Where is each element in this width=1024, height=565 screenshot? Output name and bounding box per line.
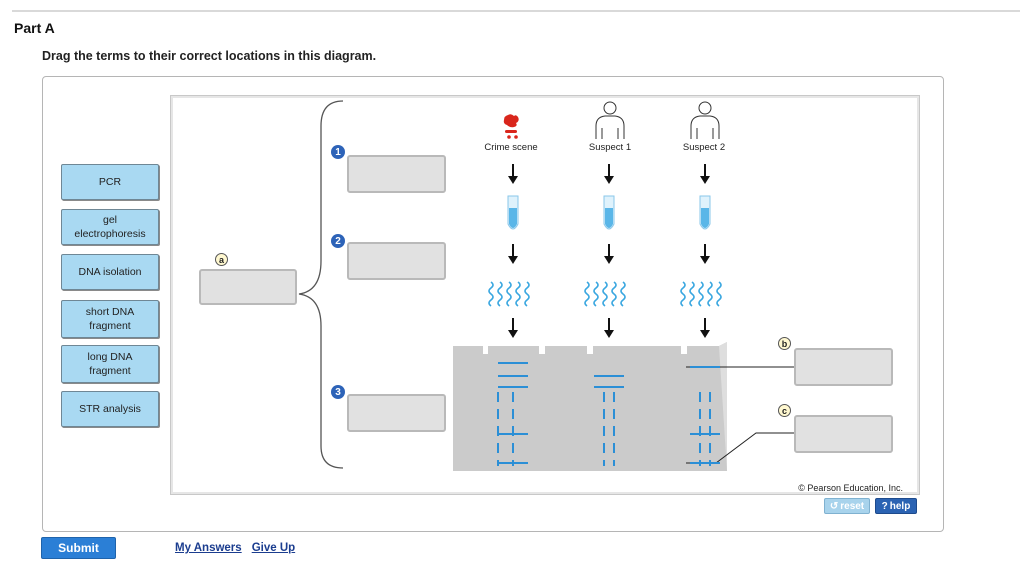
term-dna-isolation[interactable]: DNA isolation [61,254,159,290]
dna-fragment-icon [716,281,722,307]
top-divider [12,10,1020,12]
tube-liquid [509,208,517,228]
curly-brace [298,100,344,469]
dna-fragment-icon [497,281,503,307]
arrowhead-icon [604,176,614,184]
dna-fragment-icon [584,281,590,307]
diagram-area: Crime scene Suspect 1 Suspect 2 1 2 3 a … [170,95,920,495]
tube-liquid [701,208,709,228]
dna-fragment-icon [602,281,608,307]
help-label: help [889,500,911,512]
question-icon: ? [881,500,888,512]
term-label: short DNA [85,305,135,318]
term-label: DNA isolation [78,265,142,278]
term-label: PCR [98,175,122,188]
dna-fragment-icon [707,281,713,307]
term-label: fragment [89,365,131,377]
help-button[interactable]: ? help [875,498,917,514]
person-icon [595,101,625,139]
arrowhead-icon [700,256,710,264]
dna-fragment-icon [620,281,626,307]
term-label: gel [102,213,117,226]
drop-zone-2[interactable] [347,242,446,280]
step-badge-1: 1 [331,145,345,159]
instructions: Drag the terms to their correct location… [42,49,377,63]
reset-icon: ↺ [829,500,839,512]
term-label: long DNA [87,350,133,363]
label-badge-b: b [778,337,791,350]
dna-fragment-icon [515,281,521,307]
dna-fragment-icon [689,281,695,307]
process-graphics [488,164,722,466]
arrowhead-icon [508,330,518,338]
gel-slab [453,342,727,471]
step-badge-2: 2 [331,234,345,248]
arrowhead-icon [700,330,710,338]
column-label-suspect-2: Suspect 2 [682,142,726,153]
column-label-crime-scene: Crime scene [484,142,538,153]
arrowhead-icon [700,176,710,184]
column-label-suspect-1: Suspect 1 [588,142,632,153]
dna-fragment-icon [698,281,704,307]
drop-zone-c[interactable] [794,415,893,453]
step-badge-3: 3 [331,385,345,399]
dna-fragment-icon [488,281,494,307]
drop-zone-a[interactable] [199,269,297,305]
blood-drop-icon [503,114,519,139]
gel-side [719,342,727,471]
dna-fragment-icon [524,281,530,307]
arrowhead-icon [604,330,614,338]
arrowhead-icon [604,256,614,264]
term-label: STR analysis [79,402,141,415]
drop-zone-1[interactable] [347,155,446,193]
my-answers-link[interactable]: My Answers [175,542,242,554]
dna-fragment-icon [506,281,512,307]
arrowhead-icon [508,176,518,184]
dna-fragment-icon [611,281,617,307]
tube-liquid [605,208,613,228]
drop-zone-b[interactable] [794,348,893,386]
term-long-dna-fragment[interactable]: long DNA fragment [61,345,159,383]
part-title: Part A [14,20,55,36]
term-str-analysis[interactable]: STR analysis [61,391,159,427]
answer-links: My Answers Give Up [175,542,295,554]
reset-button[interactable]: ↺ reset [824,498,870,514]
copyright-notice: © Pearson Education, Inc. [798,483,903,493]
term-gel-electrophoresis[interactable]: gel electrophoresis [61,209,159,245]
diagram-graphics [298,100,795,471]
term-pcr[interactable]: PCR [61,164,159,200]
arrowhead-icon [508,256,518,264]
label-badge-a: a [215,253,228,266]
term-short-dna-fragment[interactable]: short DNA fragment [61,300,159,338]
term-label: fragment [89,320,131,332]
give-up-link[interactable]: Give Up [251,542,296,554]
reset-label: reset [840,500,865,512]
label-badge-c: c [778,404,791,417]
drop-zone-3[interactable] [347,394,446,432]
submit-button[interactable]: Submit [41,537,116,559]
person-icon [690,101,720,139]
dna-fragment-icon [593,281,599,307]
term-label: electrophoresis [74,228,146,240]
dna-fragment-icon [680,281,686,307]
